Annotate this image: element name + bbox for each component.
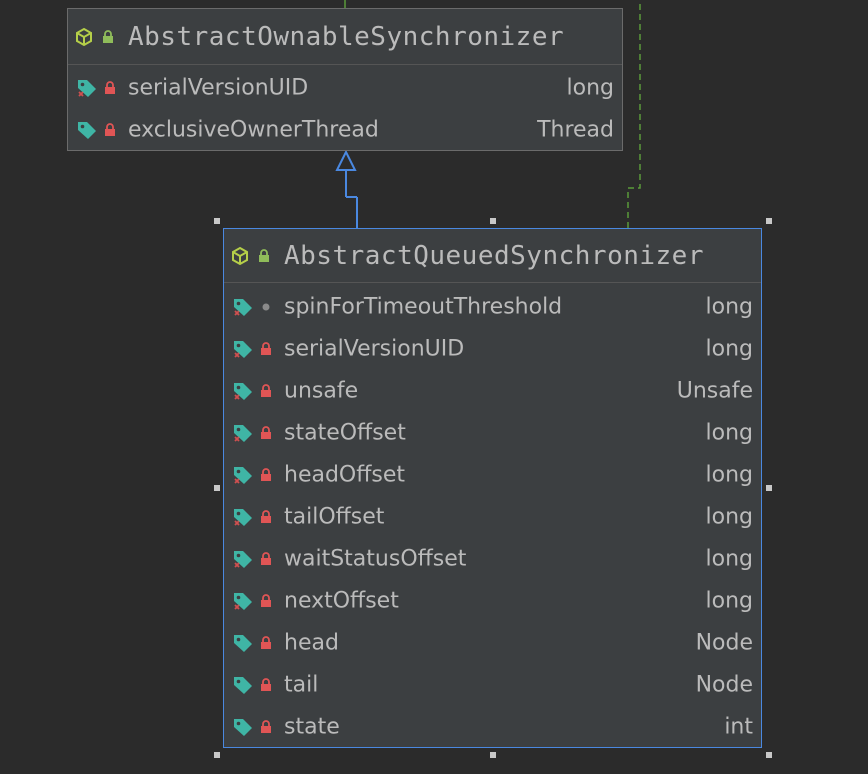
- resize-handle-bottom-right[interactable]: [766, 752, 772, 758]
- field-name: nextOffset: [284, 588, 399, 614]
- resize-handle-bottom-left[interactable]: [214, 752, 220, 758]
- field-row[interactable]: headOffset long: [224, 454, 761, 496]
- resize-handle-top[interactable]: [490, 218, 496, 224]
- field-icon: [78, 80, 96, 97]
- public-lock-icon: [103, 29, 113, 43]
- field-row[interactable]: tail Node: [224, 664, 761, 706]
- field-icon: [234, 677, 252, 694]
- public-lock-icon: [259, 248, 269, 262]
- field-type: long: [705, 588, 753, 614]
- resize-handle-bottom[interactable]: [490, 752, 496, 758]
- implements-edge[interactable]: [627, 0, 641, 228]
- field-name: tailOffset: [284, 504, 385, 530]
- private-lock-icon: [261, 636, 271, 649]
- field-name: tail: [284, 672, 319, 698]
- class-title: AbstractQueuedSynchronizer: [284, 240, 704, 271]
- field-name: stateOffset: [284, 420, 406, 446]
- field-row[interactable]: stateOffset long: [224, 412, 761, 454]
- resize-handle-top-left[interactable]: [214, 218, 220, 224]
- field-row[interactable]: exclusiveOwnerThread Thread: [68, 109, 622, 151]
- private-lock-icon: [261, 720, 271, 733]
- private-lock-icon: [261, 552, 271, 565]
- field-icon: [234, 551, 252, 568]
- resize-handle-right[interactable]: [766, 485, 772, 491]
- field-name: waitStatusOffset: [284, 546, 467, 572]
- private-lock-icon: [261, 384, 271, 397]
- field-row[interactable]: unsafe Unsafe: [224, 370, 761, 412]
- private-lock-icon: [105, 81, 115, 94]
- field-type: long: [705, 336, 753, 362]
- class-node-abstract-queued-synchronizer[interactable]: AbstractQueuedSynchronizer spinForTimeou…: [223, 228, 762, 748]
- field-icon: [234, 425, 252, 442]
- private-lock-icon: [261, 678, 271, 691]
- field-name: head: [284, 630, 339, 656]
- field-icon: [234, 509, 252, 526]
- field-row[interactable]: serialVersionUID long: [68, 67, 622, 109]
- field-name: spinForTimeoutThreshold: [284, 294, 563, 320]
- private-lock-icon: [261, 342, 271, 355]
- class-node-abstract-ownable-synchronizer[interactable]: AbstractOwnableSynchronizer serialVersio…: [67, 8, 623, 151]
- field-type: long: [705, 462, 753, 488]
- field-icon: [234, 341, 252, 358]
- field-icon: [234, 299, 252, 316]
- field-type: int: [724, 714, 753, 740]
- field-row[interactable]: serialVersionUID long: [224, 328, 761, 370]
- extends-arrowhead: [335, 149, 357, 171]
- field-row[interactable]: spinForTimeoutThreshold long: [224, 286, 761, 328]
- field-row[interactable]: head Node: [224, 622, 761, 664]
- private-lock-icon: [261, 468, 271, 481]
- private-lock-icon: [105, 123, 115, 136]
- field-icon: [234, 719, 252, 736]
- field-type: long: [705, 546, 753, 572]
- resize-handle-left[interactable]: [214, 485, 220, 491]
- field-name: serialVersionUID: [128, 75, 309, 101]
- class-header: AbstractQueuedSynchronizer: [224, 229, 761, 283]
- field-row[interactable]: tailOffset long: [224, 496, 761, 538]
- private-lock-icon: [261, 510, 271, 523]
- field-type: long: [705, 294, 753, 320]
- class-icon: [76, 27, 92, 46]
- field-type: Node: [695, 672, 753, 698]
- field-icon: [234, 593, 252, 610]
- field-type: Unsafe: [676, 378, 753, 404]
- field-name: exclusiveOwnerThread: [128, 117, 379, 143]
- private-lock-icon: [261, 594, 271, 607]
- field-type: long: [566, 75, 614, 101]
- field-row[interactable]: state int: [224, 706, 761, 748]
- field-name: state: [284, 714, 340, 740]
- field-type: long: [705, 420, 753, 446]
- package-visibility-icon: [262, 303, 270, 311]
- field-type: long: [705, 504, 753, 530]
- resize-handle-top-right[interactable]: [766, 218, 772, 224]
- field-row[interactable]: waitStatusOffset long: [224, 538, 761, 580]
- private-lock-icon: [261, 426, 271, 439]
- field-name: unsafe: [284, 378, 359, 404]
- class-icon: [232, 246, 248, 265]
- field-icon: [234, 467, 252, 484]
- class-header: AbstractOwnableSynchronizer: [68, 9, 622, 65]
- field-icon: [234, 383, 252, 400]
- field-icon: [234, 635, 252, 652]
- field-type: Node: [695, 630, 753, 656]
- field-row[interactable]: nextOffset long: [224, 580, 761, 622]
- field-name: serialVersionUID: [284, 336, 465, 362]
- field-name: headOffset: [284, 462, 406, 488]
- field-type: Thread: [537, 117, 614, 143]
- field-icon: [78, 122, 96, 139]
- class-title: AbstractOwnableSynchronizer: [128, 21, 565, 52]
